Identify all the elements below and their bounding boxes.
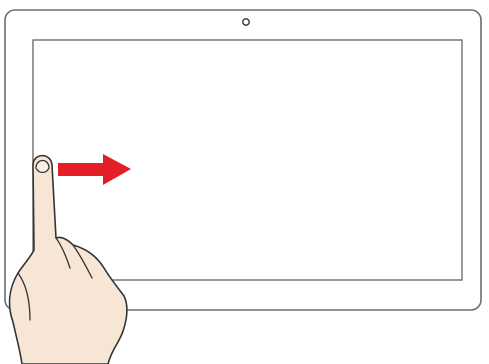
camera-icon xyxy=(243,19,249,25)
fingernail xyxy=(36,161,49,173)
tablet-screen xyxy=(33,40,462,280)
